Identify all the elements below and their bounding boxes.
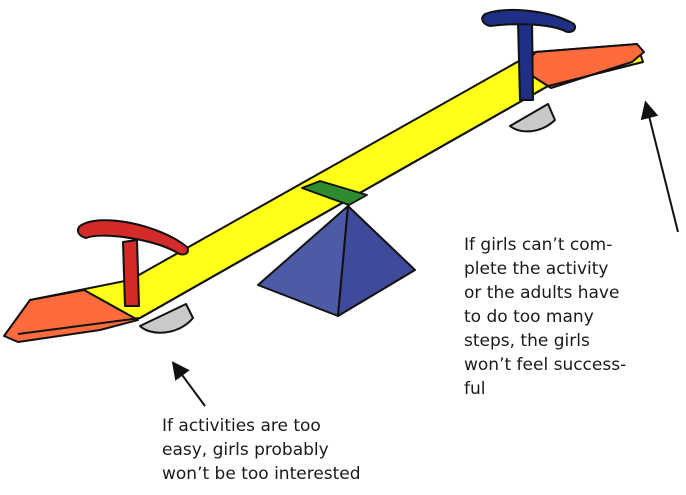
caption-line: If girls can’t com- bbox=[464, 235, 613, 255]
caption-line: to do too many bbox=[464, 307, 594, 327]
fulcrum-side-face bbox=[337, 205, 416, 317]
arrow-to-right-end bbox=[640, 100, 679, 233]
caption-line: won’t be too interested bbox=[162, 464, 361, 484]
left-bumper bbox=[139, 303, 194, 334]
caption-line: plete the activity bbox=[464, 259, 609, 279]
left-handle bbox=[77, 219, 189, 307]
caption-line: ful bbox=[464, 379, 486, 399]
right-handle bbox=[481, 8, 576, 101]
arrow-to-left-end bbox=[171, 361, 206, 407]
seesaw-plank bbox=[3, 43, 645, 343]
fulcrum bbox=[257, 205, 416, 317]
caption-line: won’t feel success- bbox=[464, 355, 627, 375]
caption-challenge-too-easy: If activities are too easy, girls probab… bbox=[162, 414, 361, 486]
caption-line: or the adults have bbox=[464, 283, 620, 303]
caption-line: steps, the girls bbox=[464, 331, 590, 351]
caption-line: If activities are too bbox=[162, 416, 321, 436]
caption-line: easy, girls probably bbox=[162, 440, 329, 460]
right-bumper bbox=[509, 103, 556, 133]
caption-challenge-too-hard: If girls can’t com- plete the activity o… bbox=[464, 233, 626, 401]
plank-center-band bbox=[301, 180, 368, 206]
plank-left-end bbox=[3, 289, 139, 343]
